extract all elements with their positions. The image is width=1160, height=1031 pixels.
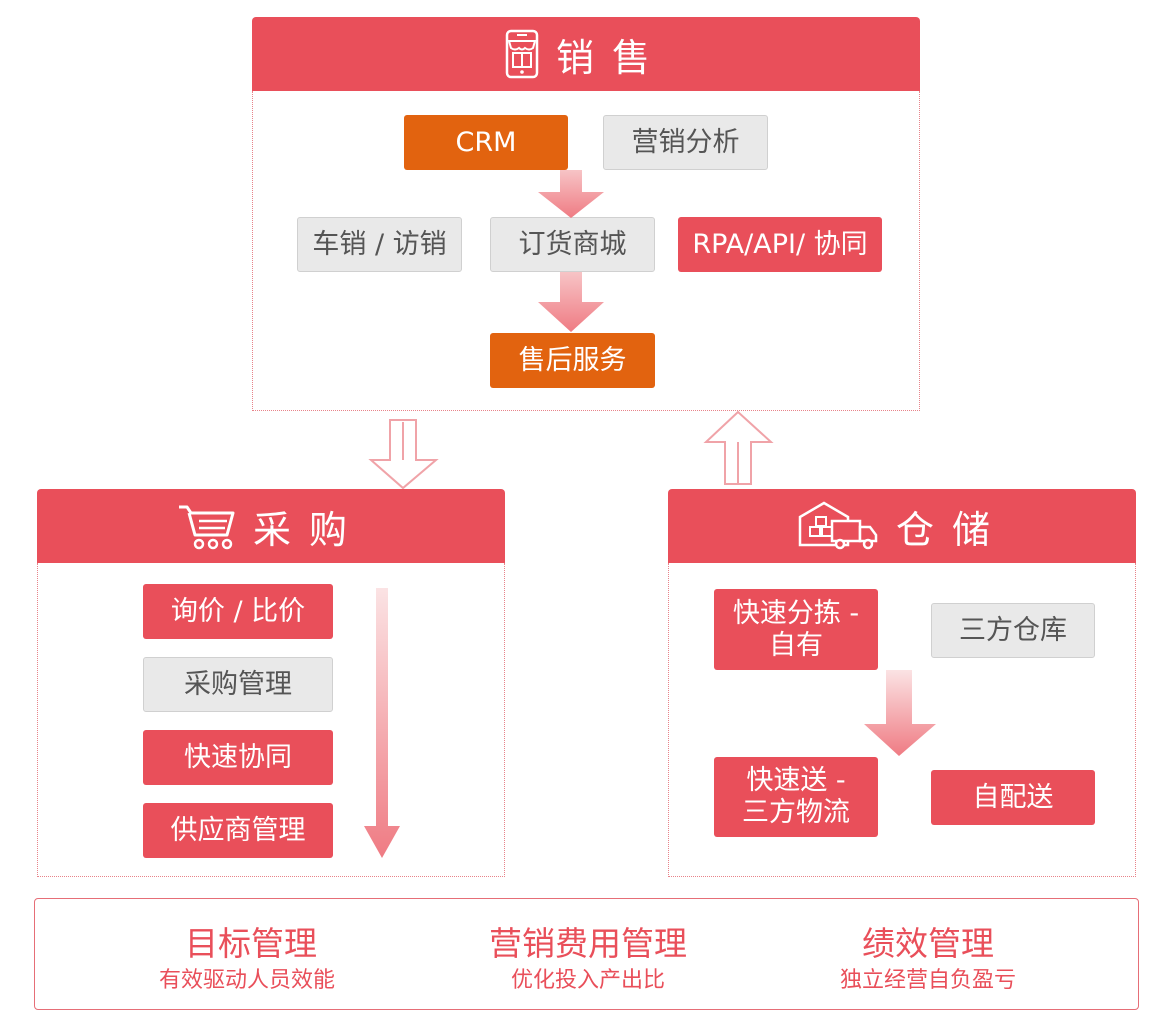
- quick-delivery-line2: 三方物流: [742, 797, 850, 828]
- arrow-down-icon: [538, 170, 604, 218]
- purchase-management-box: 采购管理: [143, 657, 333, 712]
- sales-panel: [252, 91, 920, 411]
- crm-box: CRM: [404, 115, 568, 170]
- quick-delivery-line1: 快速送 -: [746, 765, 846, 796]
- supplier-management-box: 供应商管理: [143, 803, 333, 858]
- warehouse-truck-icon: [796, 499, 880, 553]
- performance-management-subtitle: 独立经营自负盈亏: [839, 968, 1017, 993]
- van-visit-sales-box: 车销 / 访销: [297, 217, 462, 272]
- quick-sort-box: 快速分拣 - 自有: [714, 589, 878, 670]
- third-party-warehouse-box: 三方仓库: [931, 603, 1095, 658]
- sales-header: 销售: [252, 17, 920, 91]
- arrow-up-outline-icon: [703, 410, 774, 485]
- marketing-cost-title: 营销费用管理: [489, 924, 687, 963]
- quick-sort-line1: 快速分拣 -: [732, 597, 860, 629]
- arrow-down-icon: [864, 670, 936, 756]
- purchase-header: 采购: [37, 489, 505, 563]
- purchase-panel: [37, 563, 505, 877]
- inquiry-compare-box: 询价 / 比价: [143, 584, 333, 639]
- shopping-cart-icon: [177, 501, 237, 551]
- quick-sort-line2: 自有: [769, 629, 823, 661]
- rpa-api-collab-box: RPA/API/ 协同: [678, 217, 882, 272]
- warehouse-title: 仓储: [895, 507, 1008, 552]
- after-sales-box: 售后服务: [490, 333, 655, 388]
- order-mall-box: 订货商城: [490, 217, 655, 272]
- goal-management-subtitle: 有效驱动人员效能: [158, 968, 336, 993]
- footer-panel: 目标管理 有效驱动人员效能 营销费用管理 优化投入产出比 绩效管理 独立经营自负…: [34, 898, 1139, 1010]
- warehouse-header: 仓储: [668, 489, 1136, 563]
- arrow-down-outline-icon: [368, 419, 439, 490]
- performance-management-title: 绩效管理: [862, 924, 994, 963]
- arrow-down-long-icon: [364, 588, 400, 858]
- purchase-title: 采购: [252, 507, 365, 552]
- warehouse-panel: [668, 563, 1136, 877]
- storefront-phone-icon: [504, 29, 540, 79]
- marketing-cost-subtitle: 优化投入产出比: [510, 968, 666, 993]
- arrow-down-icon: [538, 272, 604, 332]
- quick-delivery-box: 快速送 - 三方物流: [714, 757, 878, 837]
- quick-collab-box: 快速协同: [143, 730, 333, 785]
- marketing-analysis-box: 营销分析: [603, 115, 768, 170]
- goal-management-title: 目标管理: [185, 924, 317, 963]
- sales-title: 销售: [555, 35, 668, 80]
- self-delivery-box: 自配送: [931, 770, 1095, 825]
